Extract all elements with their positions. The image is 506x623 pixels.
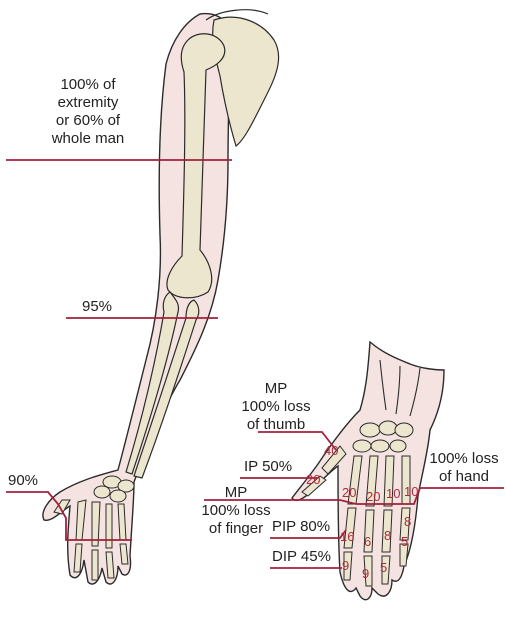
num-middle-mp: 20 [366, 489, 380, 504]
num-index-pip: 16 [340, 529, 354, 544]
hand-numbers: 40 20 20 20 10 10 16 6 8 8 9 9 5 5 [306, 443, 418, 581]
arm [42, 9, 280, 585]
left-finger-bones [53, 499, 129, 581]
mp-finger-line [204, 487, 504, 505]
num-little-dip: 5 [401, 534, 408, 549]
ip-thumb-label: IP 50% [244, 458, 293, 475]
num-middle-pip: 6 [364, 534, 371, 549]
pip-finger-line [270, 529, 347, 539]
elbow-label: 95% [82, 298, 113, 315]
humerus [166, 33, 226, 299]
hand-loss-label: 100% loss of hand [429, 450, 499, 485]
num-index-dip: 9 [342, 558, 349, 573]
mp-finger-label: MP 100% loss of finger [201, 484, 271, 537]
left-carpals [93, 475, 135, 503]
shoulder-label: 100% of extremity or 60% of whole man [51, 76, 125, 147]
num-ring-mp: 10 [386, 486, 400, 501]
pip-finger-label: PIP 80% [272, 518, 331, 535]
ulna [125, 291, 180, 475]
mp-thumb-line [258, 431, 337, 451]
num-little-mp: 10 [404, 484, 418, 499]
num-middle-dip: 9 [362, 566, 369, 581]
num-ring-pip: 8 [384, 528, 391, 543]
num-ring-dip: 5 [380, 560, 387, 575]
right-carpals [352, 420, 414, 453]
num-ip-thumb: 20 [306, 472, 320, 487]
num-mp-thumb: 40 [324, 443, 338, 458]
num-little-pip: 8 [404, 514, 411, 529]
amputation-lines [6, 159, 504, 569]
right-finger-bones [301, 445, 411, 587]
wrist-left-label: 90% [8, 472, 39, 489]
right-hand [291, 340, 445, 601]
wrist-line-left [6, 491, 132, 541]
arm-skin [42, 12, 231, 585]
dip-finger-label: DIP 45% [272, 548, 331, 565]
num-index-mp: 20 [342, 485, 356, 500]
scapula [212, 16, 280, 147]
mp-thumb-label: MP 100% loss of thumb [241, 380, 311, 433]
